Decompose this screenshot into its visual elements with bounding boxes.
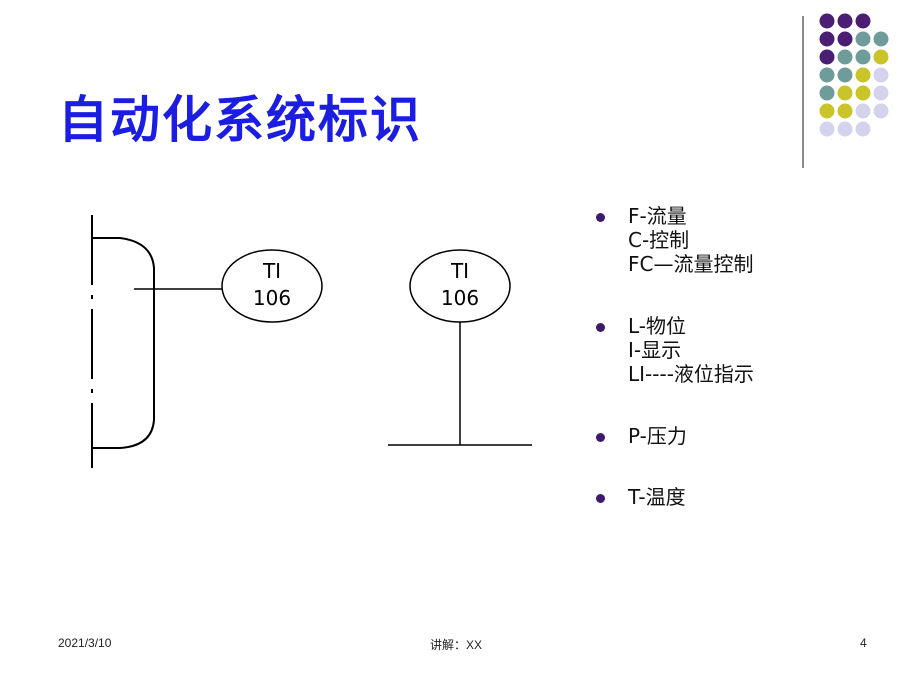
- bullet-text: I-显示: [628, 338, 682, 362]
- right-instrument-tag: TI: [450, 259, 469, 283]
- bullet-text: FC—流量控制: [628, 252, 754, 276]
- bullet-dot-icon: [596, 433, 605, 442]
- decorative-dot: [837, 67, 853, 83]
- bullet-item-level: L-物位 I-显示 LI----液位指示: [596, 314, 754, 386]
- decorative-dot: [837, 85, 853, 101]
- footer-date: 2021/3/10: [58, 636, 112, 650]
- decorative-dot: [819, 85, 835, 101]
- decorative-dot: [855, 13, 871, 29]
- left-instrument-number: 106: [253, 286, 291, 310]
- decorative-dot: [873, 85, 889, 101]
- bullet-text: T-温度: [628, 485, 686, 509]
- legend-bullet-list: F-流量 C-控制 FC—流量控制 L-物位 I-显示 LI----液位指示 P…: [596, 204, 754, 509]
- decorative-dot: [819, 13, 835, 29]
- decorative-dot: [819, 67, 835, 83]
- left-instrument-tag: TI: [262, 259, 281, 283]
- decorative-dot: [873, 103, 889, 119]
- decorative-dot: [819, 31, 835, 47]
- decorative-dot: [837, 121, 853, 137]
- decorative-dot: [873, 31, 889, 47]
- bullet-text: LI----液位指示: [628, 362, 754, 386]
- decorative-dot: [837, 103, 853, 119]
- bullet-text: F-流量: [628, 204, 687, 228]
- bullet-text: C-控制: [628, 228, 690, 252]
- footer-page-number: 4: [860, 636, 867, 650]
- left-instrument-bubble: TI 106: [221, 249, 323, 323]
- left-instrument-circle: [221, 249, 323, 323]
- decorative-dot: [873, 67, 889, 83]
- slide-title: 自动化系统标识: [58, 91, 422, 149]
- bullet-dot-icon: [596, 494, 605, 503]
- bullet-text: P-压力: [628, 424, 687, 448]
- vessel-wall: [92, 237, 155, 449]
- decorative-dot: [855, 85, 871, 101]
- bullet-text: L-物位: [628, 314, 687, 338]
- right-instrument-number: 106: [441, 286, 479, 310]
- vessel: [91, 215, 224, 468]
- decorative-dot: [819, 121, 835, 137]
- footer-speaker: 讲解：XX: [430, 638, 483, 652]
- decorative-dot: [855, 103, 871, 119]
- bullet-dot-icon: [596, 323, 605, 332]
- bullet-dot-icon: [596, 213, 605, 222]
- right-instrument-bubble: TI 106: [388, 249, 532, 446]
- decorative-dot: [855, 67, 871, 83]
- decorative-dot: [819, 49, 835, 65]
- decorative-dot: [855, 121, 871, 137]
- decorative-dot: [819, 103, 835, 119]
- decorative-dot: [855, 49, 871, 65]
- bullet-item-flow: F-流量 C-控制 FC—流量控制: [596, 204, 754, 276]
- decorative-dot-grid: [819, 13, 889, 137]
- title-divider-line: [802, 16, 804, 168]
- decorative-dot: [837, 31, 853, 47]
- decorative-dot: [837, 49, 853, 65]
- decorative-dot: [873, 49, 889, 65]
- bullet-item-pressure: P-压力: [596, 424, 754, 448]
- decorative-dot: [855, 31, 871, 47]
- instrument-diagram: TI 106 TI 106: [91, 215, 532, 468]
- bullet-item-temperature: T-温度: [596, 485, 754, 509]
- decorative-dot: [837, 13, 853, 29]
